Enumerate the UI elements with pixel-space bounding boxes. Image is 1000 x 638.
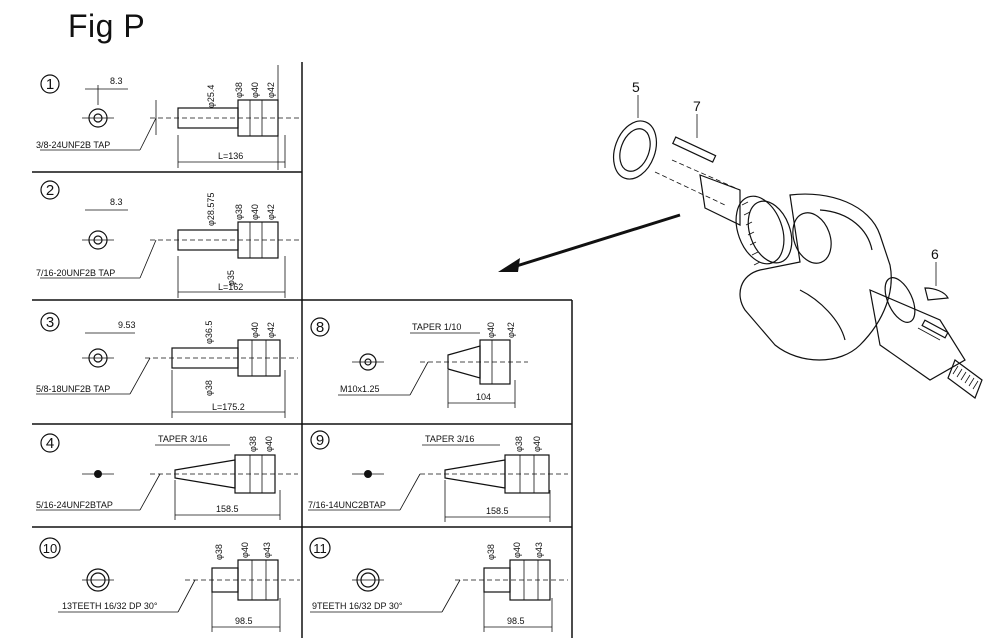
dim-label: φ40 (250, 204, 260, 220)
figure-title: Fig P (68, 8, 146, 44)
offset-label: 8.3 (110, 197, 123, 207)
dim-label: φ38 (486, 544, 496, 560)
callout-7: 7 (693, 98, 701, 114)
dim-label: φ43 (262, 542, 272, 558)
dim-label: φ40 (240, 542, 250, 558)
dim-label: φ42 (506, 322, 516, 338)
length-label: L=162 (218, 282, 243, 292)
thread-spec: 5/8-18UNF2B TAP (36, 384, 110, 394)
callout-6: 6 (931, 246, 939, 262)
panel-number: 2 (46, 182, 54, 199)
panel-1: 1 8.3 3/8-24UNF2B TAP L=136 φ25.4 φ38 φ4… (36, 65, 300, 170)
dim-label: φ42 (266, 204, 276, 220)
taper-label: TAPER 3/16 (425, 434, 474, 444)
panel-10: 10 13TEETH 16/32 DP 30° 98.5 φ38 φ40 φ43 (39, 537, 300, 632)
length-label: L=175.2 (212, 402, 245, 412)
panel-number: 1 (46, 76, 54, 93)
dim-label: φ40 (486, 322, 496, 338)
dim-label: φ25.4 (206, 85, 216, 108)
dim-label: φ40 (532, 436, 542, 452)
length-label: 158.5 (486, 506, 509, 516)
dim-label: φ40 (250, 82, 260, 98)
panel-9: 9 TAPER 3/16 7/16-14UNC2BTAP 158.5 φ38 φ… (308, 430, 568, 522)
dim-label: φ38 (234, 204, 244, 220)
dim-label: φ38 (204, 380, 214, 396)
dim-label: φ38 (514, 436, 524, 452)
panel-2: 2 8.3 7/16-20UNF2B TAP L=162 φ28.575 φ38… (36, 180, 300, 298)
dim-label: φ38 (214, 544, 224, 560)
callout-5: 5 (632, 79, 640, 95)
offset-label: 9.53 (118, 320, 136, 330)
length-label: 158.5 (216, 504, 239, 514)
dim-label: φ42 (266, 82, 276, 98)
thread-spec: 5/16-24UNF2BTAP (36, 500, 113, 510)
taper-label: TAPER 1/10 (412, 322, 461, 332)
dim-label: φ28.575 (206, 193, 216, 226)
crankshaft-illustration: 5 7 6 (612, 79, 983, 399)
dim-label: φ36.5 (204, 321, 214, 344)
length-label: 104 (476, 392, 491, 402)
pointer-arrow (498, 213, 681, 272)
thread-spec: M10x1.25 (340, 384, 380, 394)
panel-3: 3 9.53 5/8-18UNF2B TAP L=175.2 φ36.5 φ40… (36, 312, 298, 418)
panel-number: 9 (316, 432, 324, 449)
dim-label: φ43 (534, 542, 544, 558)
dim-label: φ38 (248, 436, 258, 452)
panel-grid (32, 62, 573, 638)
thread-spec: 7/16-14UNC2BTAP (308, 500, 386, 510)
panel-number: 8 (316, 319, 324, 336)
length-label: L=136 (218, 151, 243, 161)
dim-label: φ35 (226, 270, 236, 286)
panel-number: 11 (313, 541, 327, 556)
dim-label: φ40 (264, 436, 274, 452)
dim-label: φ40 (512, 542, 522, 558)
taper-label: TAPER 3/16 (158, 434, 207, 444)
dim-label: φ40 (250, 322, 260, 338)
length-label: 98.5 (235, 616, 253, 626)
panel-number: 10 (43, 541, 57, 556)
dim-label: φ38 (234, 82, 244, 98)
panel-4: 4 TAPER 3/16 5/16-24UNF2BTAP 158.5 φ38 φ… (36, 433, 298, 520)
offset-label: 8.3 (110, 76, 123, 86)
dim-label: φ42 (266, 322, 276, 338)
thread-spec: 13TEETH 16/32 DP 30° (62, 601, 158, 611)
thread-spec: 9TEETH 16/32 DP 30° (312, 601, 403, 611)
thread-spec: 3/8-24UNF2B TAP (36, 140, 110, 150)
thread-spec: 7/16-20UNF2B TAP (36, 268, 115, 278)
panel-11: 11 9TEETH 16/32 DP 30° 98.5 φ38 φ40 φ43 (309, 537, 568, 632)
panel-8: 8 TAPER 1/10 M10x1.25 104 φ40 φ42 (310, 317, 528, 408)
length-label: 98.5 (507, 616, 525, 626)
panel-number: 4 (46, 435, 54, 452)
panel-number: 3 (46, 314, 54, 331)
